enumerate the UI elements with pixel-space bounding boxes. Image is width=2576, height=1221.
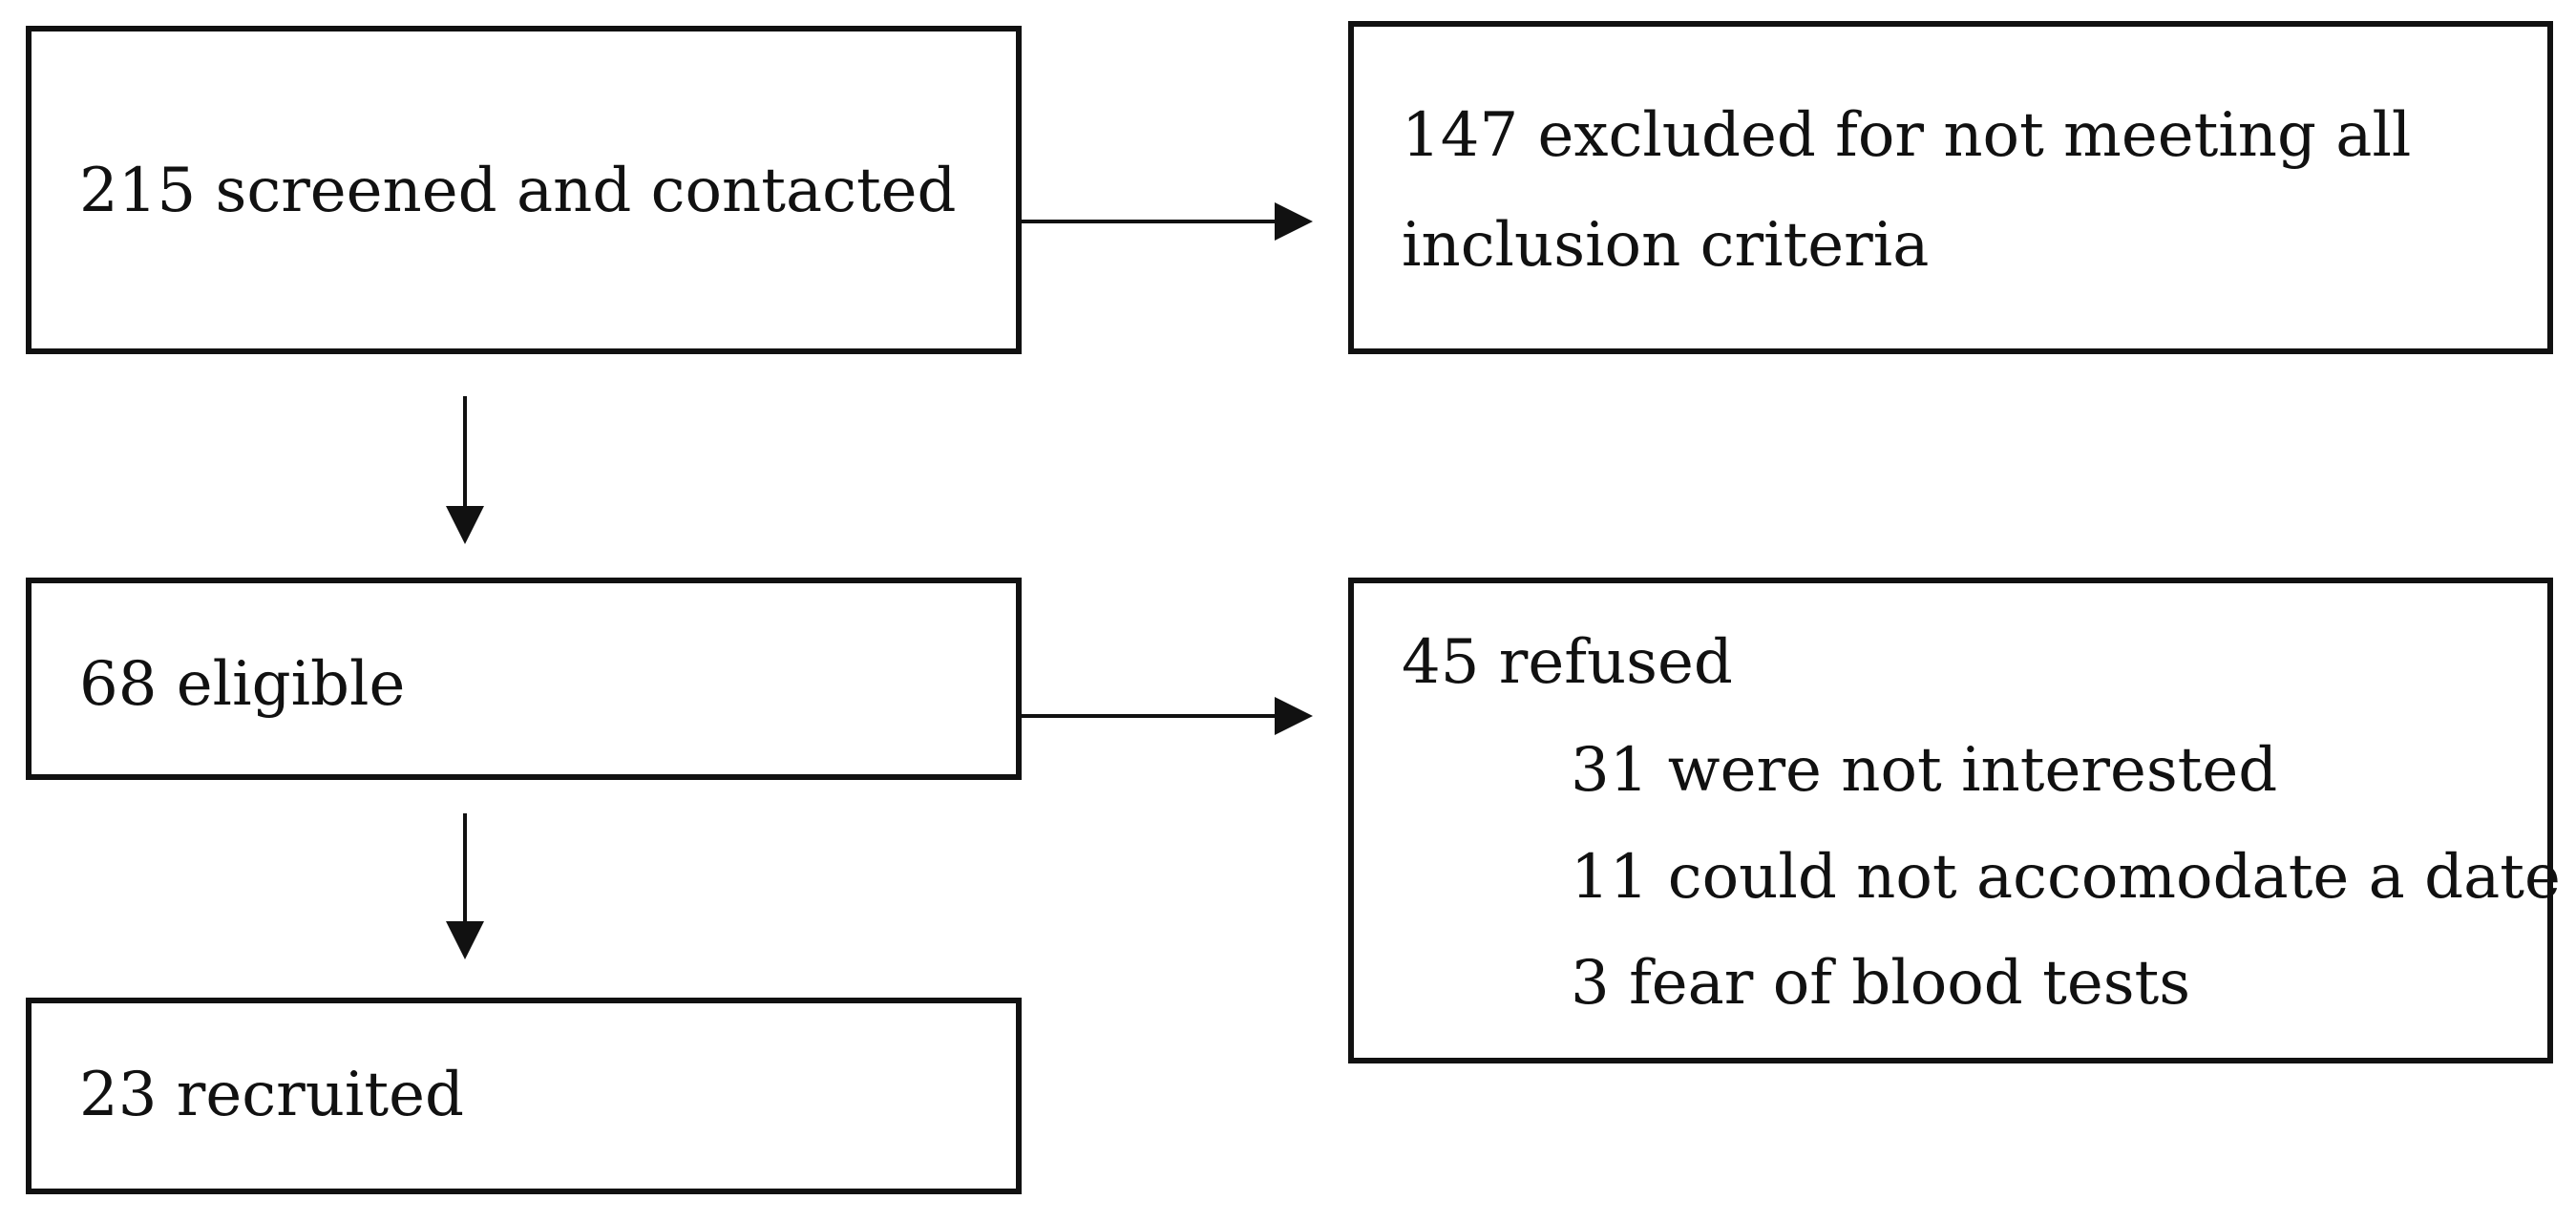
eligible-box: [26, 578, 1022, 780]
excluded-label-line2: inclusion criteria: [1402, 210, 1930, 281]
refused-reason-2: 11 could not accomodate a date: [1571, 842, 2561, 913]
screened-box: [26, 26, 1022, 354]
arrow-screened-to-eligible-head: [446, 506, 484, 544]
refused-reason-3: 3 fear of blood tests: [1571, 948, 2191, 1019]
refused-label: 45 refused: [1402, 627, 1733, 698]
arrow-eligible-to-refused-head: [1275, 697, 1313, 735]
recruited-label: 23 recruited: [79, 1060, 464, 1130]
arrow-screened-to-excluded-head: [1275, 202, 1313, 241]
recruited-box: [26, 998, 1022, 1194]
screened-label: 215 screened and contacted: [79, 156, 957, 226]
excluded-label-line1: 147 excluded for not meeting all: [1402, 100, 2412, 171]
eligible-label: 68 eligible: [79, 649, 406, 720]
arrow-eligible-to-recruited-head: [446, 921, 484, 959]
refused-box: [1348, 578, 2553, 1063]
refused-reason-1: 31 were not interested: [1571, 735, 2278, 806]
excluded-box: [1348, 21, 2553, 354]
